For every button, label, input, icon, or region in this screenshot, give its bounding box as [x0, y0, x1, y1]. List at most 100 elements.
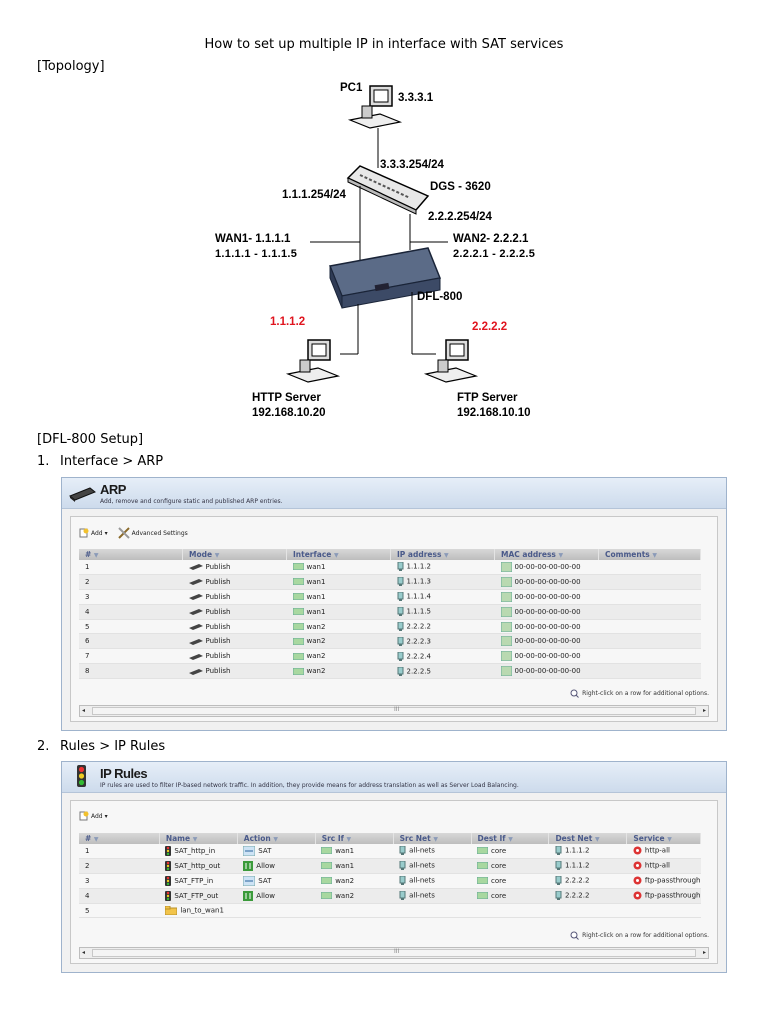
rule-action: SAT	[258, 846, 272, 855]
rule-action: Allow	[256, 861, 275, 870]
http-public-ip: 1.1.1.2	[270, 316, 306, 328]
traffic-light-icon	[165, 890, 172, 901]
mode-value: Publish	[205, 622, 231, 631]
ip-rules-col-dest-if[interactable]: Dest If ▼	[471, 833, 550, 844]
topology-section-label: [Topology]	[37, 59, 105, 74]
step-1: 1.Interface > ARP	[37, 454, 164, 469]
src-if-value: wan2	[335, 891, 355, 900]
interface-value: wan1	[306, 607, 326, 616]
ethernet-interface-icon	[292, 652, 304, 660]
service-icon	[633, 861, 642, 870]
interface-value: wan2	[306, 637, 326, 646]
wan1-range: 1.1.1.1 - 1.1.1.5	[215, 248, 298, 260]
ip-address-icon	[397, 607, 403, 617]
ip-address-icon	[555, 876, 562, 886]
comment-value	[598, 589, 701, 605]
mac-value: 00-00-00-00-00-00	[514, 592, 581, 601]
arp-description: Add, remove and configure static and pub…	[100, 498, 283, 505]
ip-rules-col-src-if[interactable]: Src If ▼	[315, 833, 394, 844]
scroll-right-icon[interactable]: ▸	[702, 707, 706, 714]
arp-col-ip[interactable]: IP address ▼	[390, 549, 495, 560]
ip-value: 2.2.2.3	[406, 637, 432, 646]
service-icon	[633, 846, 642, 855]
ip-address-icon	[555, 891, 562, 901]
ip-rules-col-num[interactable]: # ▼	[79, 833, 160, 844]
src-net-value: all-nets	[409, 876, 435, 885]
ip-rules-col-service[interactable]: Service ▼	[626, 833, 701, 844]
ethernet-interface-icon	[292, 593, 304, 601]
arp-horizontal-scrollbar[interactable]: ◂ III ▸	[79, 705, 709, 717]
arp-scroll-thumb[interactable]	[92, 707, 696, 715]
allow-action-icon	[243, 890, 254, 901]
dest-net-value: 1.1.1.2	[564, 861, 590, 870]
network-object-icon	[399, 861, 406, 871]
pc1-computer-icon	[347, 85, 403, 129]
arp-col-comments[interactable]: Comments ▼	[598, 549, 701, 560]
row-number: 3	[79, 589, 183, 605]
ftp-server-ip: 192.168.10.10	[457, 407, 531, 419]
arp-col-num[interactable]: # ▼	[79, 549, 183, 560]
ip-value: 2.2.2.2	[406, 622, 432, 631]
rule-action: SAT	[258, 876, 272, 885]
comment-value	[598, 663, 701, 680]
ip-rules-scroll-thumb[interactable]	[92, 949, 696, 957]
service-icon	[633, 876, 642, 885]
ip-rules-col-name[interactable]: Name ▼	[159, 833, 238, 844]
ip-rules-table-header: # ▼ Name ▼ Action ▼ Src If ▼ Src Net ▼ D…	[79, 833, 701, 844]
mac-value: 00-00-00-00-00-00	[514, 637, 581, 646]
scroll-right-icon[interactable]: ▸	[702, 949, 706, 956]
comment-value	[598, 574, 701, 590]
ethernet-interface-icon	[321, 892, 333, 900]
arp-col-mode[interactable]: Mode ▼	[182, 549, 287, 560]
ip-rules-col-dest-net[interactable]: Dest Net ▼	[548, 833, 628, 844]
arp-col-interface[interactable]: Interface ▼	[286, 549, 391, 560]
arp-col-mac[interactable]: MAC address ▼	[494, 549, 599, 560]
ip-address-icon	[397, 622, 403, 631]
row-number: 7	[79, 648, 183, 665]
rule-name: SAT_http_out	[174, 861, 221, 870]
arp-add-button[interactable]: Add▾	[79, 528, 108, 538]
allow-action-icon	[243, 860, 254, 871]
mode-value: Publish	[205, 637, 231, 646]
switch-uplink-ip: 3.3.3.254/24	[380, 159, 444, 171]
ip-rules-add-button[interactable]: Add▾	[79, 811, 108, 821]
ip-rules-horizontal-scrollbar[interactable]: ◂ III ▸	[79, 947, 709, 959]
interface-value: wan2	[306, 622, 326, 631]
ip-address-icon	[555, 846, 562, 856]
ip-value: 1.1.1.2	[406, 562, 432, 571]
arp-advanced-settings-button[interactable]: Advanced Settings	[117, 527, 188, 539]
mac-value: 00-00-00-00-00-00	[514, 667, 581, 676]
row-number: 3	[79, 873, 160, 889]
ip-address-icon	[397, 577, 403, 587]
left-link-ip: 1.1.1.254/24	[282, 189, 346, 201]
interface-value: wan2	[306, 652, 326, 661]
service-value: http-all	[644, 861, 670, 870]
folder-icon	[165, 906, 178, 915]
arp-table: # ▼ Mode ▼ Interface ▼ IP address ▼ MAC …	[79, 549, 701, 680]
arp-chip-icon	[69, 487, 96, 502]
src-if-value: wan1	[335, 861, 355, 870]
ip-rules-col-action[interactable]: Action ▼	[237, 833, 316, 844]
topology-lines	[285, 85, 479, 383]
traffic-light-icon	[165, 860, 172, 871]
arp-table-header: # ▼ Mode ▼ Interface ▼ IP address ▼ MAC …	[79, 549, 701, 560]
ip-rules-panel-body: Add▾ # ▼ Name ▼ Action ▼ Src If ▼ Src Ne…	[70, 800, 718, 964]
ip-address-icon	[397, 636, 403, 646]
ip-rules-col-src-net[interactable]: Src Net ▼	[393, 833, 472, 844]
scroll-left-icon[interactable]: ◂	[82, 949, 86, 956]
scroll-left-icon[interactable]: ◂	[82, 707, 86, 714]
mode-value: Publish	[205, 652, 231, 661]
